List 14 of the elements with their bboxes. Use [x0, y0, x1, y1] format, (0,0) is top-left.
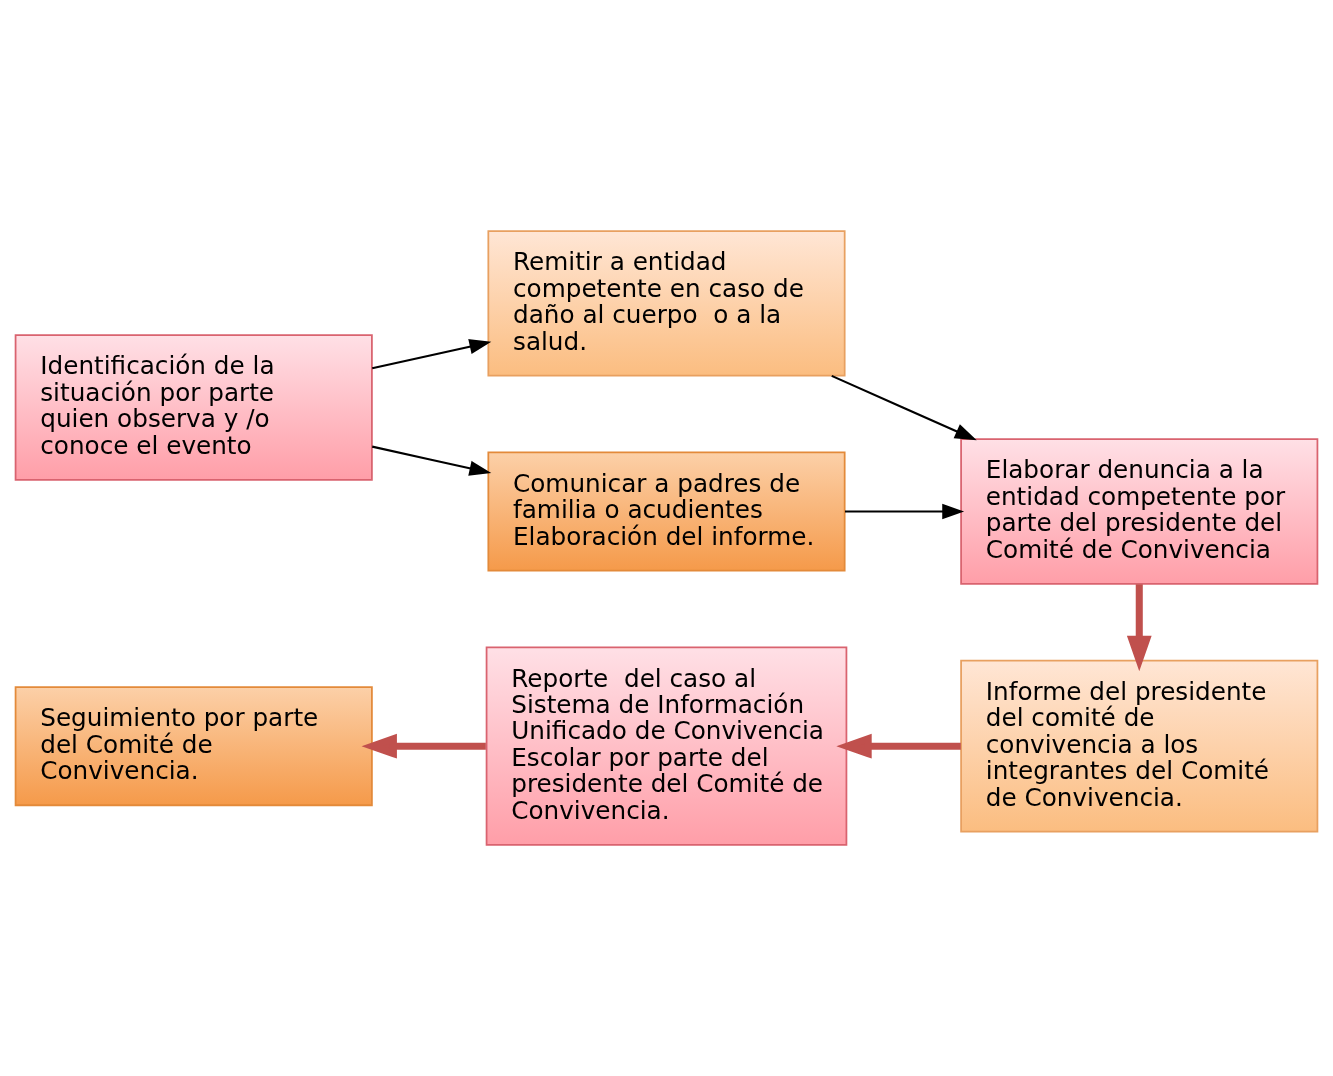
- arrow: [372, 445, 492, 476]
- arrow: [831, 374, 977, 441]
- node-box: Reporte del caso al Sistema de Información Unificado de Convivencia Escolar por parte del presidente del Comité de Convivencia.: [485, 646, 848, 846]
- node-box: Remitir a entidad competente en caso de daño al cuerpo o a la salud.: [487, 230, 846, 377]
- node-box: Elaborar denuncia a la entidad competente por parte del presidente del Comité de Convivencia: [960, 438, 1319, 585]
- arrow: [361, 733, 486, 759]
- arrow: [372, 339, 492, 370]
- node-box: Seguimiento por parte del Comité de Convivencia.: [14, 686, 373, 807]
- node-box: Comunicar a padres de familia o acudientes Elaboración del informe.: [487, 451, 846, 572]
- node-box: Identificación de la situación por parte quien observa y /o conoce el evento: [14, 334, 373, 481]
- arrow: [836, 733, 961, 759]
- node-box: Informe del presidente del comité de convivencia a los integrantes del Comité de Convivencia.: [960, 659, 1319, 833]
- arrow: [845, 503, 965, 520]
- arrow: [1126, 584, 1152, 672]
